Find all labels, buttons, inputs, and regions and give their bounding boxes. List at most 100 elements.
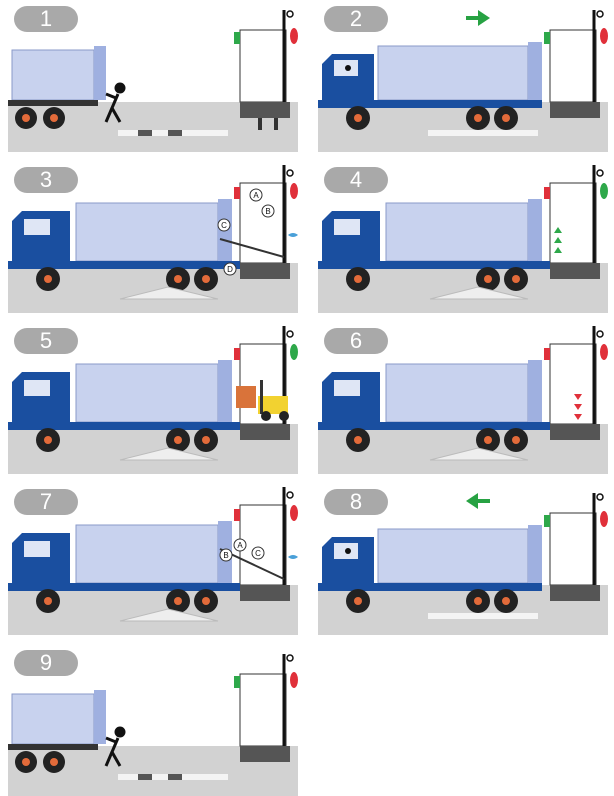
wheel-hub xyxy=(22,114,30,122)
leveler-leg xyxy=(258,118,262,130)
wheel-hub xyxy=(44,597,52,605)
sensor-icon xyxy=(597,494,603,500)
step-3-panel: A B C D 3 xyxy=(8,163,298,313)
dock-leveler xyxy=(550,263,600,279)
trailer-door xyxy=(528,525,542,583)
sensor-icon xyxy=(287,492,293,498)
truck-cab xyxy=(322,372,380,424)
trailer-container xyxy=(12,50,94,100)
wheel-hub xyxy=(44,436,52,444)
svg-text:A: A xyxy=(253,191,259,200)
wheel-hub xyxy=(22,758,30,766)
wheel-hub xyxy=(50,758,58,766)
dock-leveler xyxy=(240,424,290,440)
wheel-hub xyxy=(474,597,482,605)
step-1-panel: 1 xyxy=(8,2,298,152)
wheel-hub xyxy=(174,275,182,283)
red-light-icon xyxy=(290,672,298,688)
strip-segment xyxy=(168,774,182,780)
red-light-icon xyxy=(600,28,608,44)
sensor-icon xyxy=(287,655,293,661)
dock-leveler xyxy=(240,102,290,118)
ground-strip xyxy=(428,613,538,619)
driver-icon xyxy=(345,548,351,554)
green-light-icon xyxy=(290,344,298,360)
cab-window xyxy=(334,380,360,396)
svg-text:B: B xyxy=(265,207,270,216)
step-4-panel: 4 xyxy=(318,163,608,313)
truck-cab xyxy=(322,211,380,263)
red-light-icon xyxy=(234,509,240,521)
wheel-hub xyxy=(174,436,182,444)
step-8-panel: 8 xyxy=(318,485,608,635)
step-label: 1 xyxy=(14,6,78,32)
dock-door xyxy=(240,30,286,102)
step-label: 9 xyxy=(14,650,78,676)
dock-leveler xyxy=(550,585,600,601)
arrow-left-icon xyxy=(466,493,490,509)
ground-strip xyxy=(428,130,538,136)
wheel-hub xyxy=(354,275,362,283)
wheel-hub xyxy=(474,114,482,122)
wheel-hub xyxy=(354,436,362,444)
step-9-panel: 9 xyxy=(8,646,298,796)
step-label: 2 xyxy=(324,6,388,32)
svg-text:C: C xyxy=(221,221,227,230)
step-6-panel: 6 xyxy=(318,324,608,474)
truck-cab xyxy=(12,211,70,263)
trailer-container xyxy=(386,203,528,261)
sensor-icon xyxy=(287,170,293,176)
red-light-icon xyxy=(600,344,608,360)
red-light-icon xyxy=(234,187,240,199)
driver-icon xyxy=(345,65,351,71)
red-light-icon xyxy=(290,183,298,199)
step-label: 3 xyxy=(14,167,78,193)
wheel-hub xyxy=(174,597,182,605)
dock-door xyxy=(240,674,286,746)
wheel-hub xyxy=(502,597,510,605)
annotation-d: D xyxy=(224,263,236,275)
red-light-icon xyxy=(234,348,240,360)
truck-cab xyxy=(12,533,70,585)
dock-leveler xyxy=(240,746,290,762)
wheel-hub xyxy=(202,597,210,605)
trailer-door xyxy=(528,199,542,261)
wheel-hub xyxy=(202,436,210,444)
annotation-c: C xyxy=(218,219,230,231)
strip-segment xyxy=(138,774,152,780)
cab-window xyxy=(24,541,50,557)
red-light-icon xyxy=(544,187,550,199)
wheel-hub xyxy=(484,436,492,444)
eye-icon xyxy=(288,555,298,559)
strip-segment xyxy=(138,130,152,136)
sensor-icon xyxy=(287,331,293,337)
annotation-a: A xyxy=(250,189,262,201)
trailer-door xyxy=(528,42,542,100)
step-7-panel: B A C 7 xyxy=(8,485,298,635)
strip-segment xyxy=(168,130,182,136)
cab-window xyxy=(24,219,50,235)
dock-leveler xyxy=(550,102,600,118)
annotation-c: C xyxy=(252,547,264,559)
trailer-container xyxy=(378,529,528,583)
trailer-chassis xyxy=(8,100,98,106)
step-label: 7 xyxy=(14,489,78,515)
wheel-hub xyxy=(512,275,520,283)
trailer-container xyxy=(386,364,528,422)
trailer-container xyxy=(76,525,218,583)
trailer-container xyxy=(76,364,218,422)
leveler-leg xyxy=(274,118,278,130)
green-light-icon xyxy=(544,32,550,44)
step-label: 4 xyxy=(324,167,388,193)
eye-icon xyxy=(288,233,298,237)
annotation-a: A xyxy=(234,539,246,551)
sensor-icon xyxy=(287,11,293,17)
sensor-icon xyxy=(597,331,603,337)
step-label: 8 xyxy=(324,489,388,515)
trailer-door xyxy=(94,690,106,744)
wheel-hub xyxy=(354,114,362,122)
truck-cab xyxy=(12,372,70,424)
red-light-icon xyxy=(600,511,608,527)
trailer-door xyxy=(218,360,232,422)
wheel-hub xyxy=(354,597,362,605)
